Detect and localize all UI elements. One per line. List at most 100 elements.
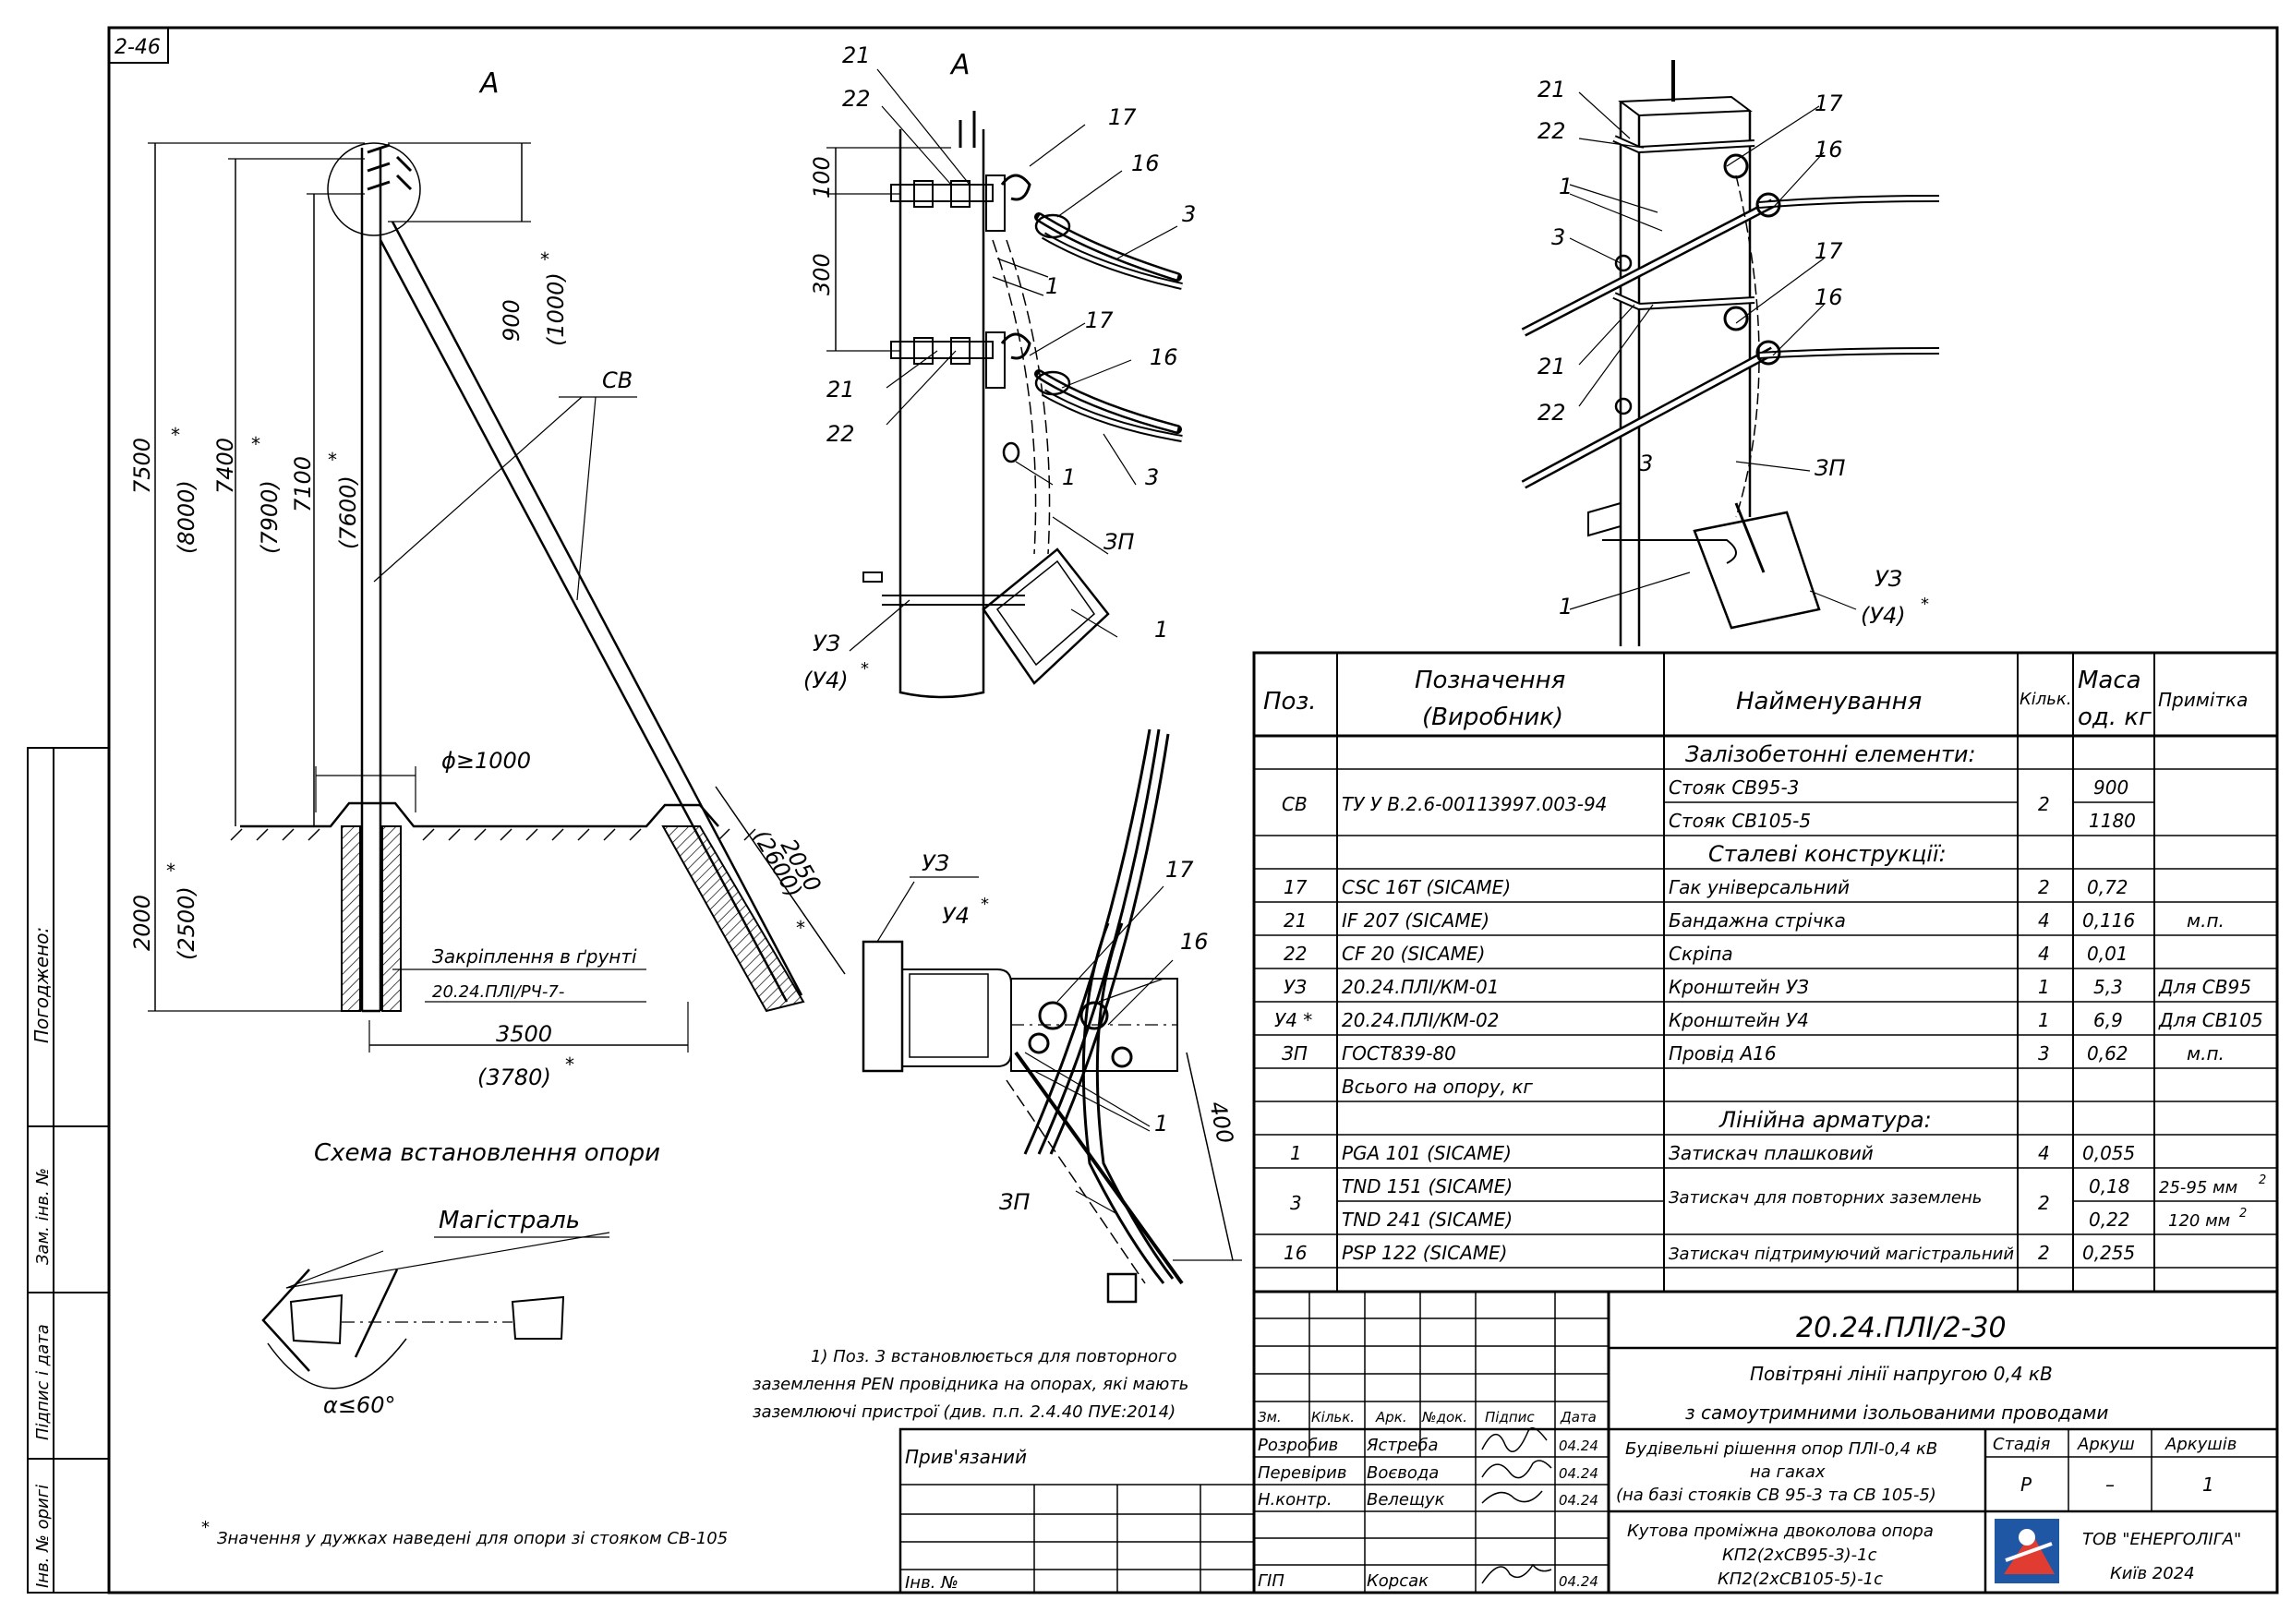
stage-value: Р [2020, 1474, 2032, 1496]
mainline-label: Магістраль [439, 1207, 580, 1234]
row-mass: 900 [2093, 776, 2128, 799]
notes: 1) Поз. 3 встановлюється для повторного … [201, 1347, 1188, 1548]
row-mass: 0,72 [2087, 876, 2128, 898]
approved-label: Погоджено: [30, 927, 53, 1043]
member-label-sv: СВ [602, 367, 633, 393]
company-logo [1995, 1519, 2059, 1583]
row-des: IF 207 (SICAME) [1342, 909, 1489, 932]
iso-callout-21: 21 [1537, 77, 1566, 102]
superscript: 2 [2239, 1207, 2247, 1221]
star-mark: * [540, 248, 549, 271]
star-mark: * [251, 433, 260, 455]
angle-label: α≤60° [323, 1392, 395, 1418]
col-mass-header-2: од. кг [2078, 704, 2152, 731]
row-name: Кронштейн УЗ [1669, 976, 1809, 998]
dim-2000: 2000 [129, 895, 155, 951]
row-des: PGA 101 (SICAME) [1342, 1142, 1512, 1164]
detail-top [862, 728, 1242, 1304]
detail-iso-labels: 21 22 17 16 1 3 17 16 21 22 3 ЗП 1 УЗ (У… [1537, 77, 1929, 629]
sheet-line-3: КП2(2хСВ105-5)-1с [1718, 1570, 1883, 1589]
row-qty: 2 [2038, 1192, 2050, 1214]
person-name: Воєвода [1367, 1463, 1439, 1483]
row-mass: 0,22 [2089, 1209, 2130, 1231]
row-des: CF 20 (SICAME) [1342, 943, 1485, 965]
star-mark: * [861, 659, 869, 679]
person-date: 04.24 [1559, 1465, 1598, 1482]
person-role: ГІП [1258, 1571, 1284, 1591]
person-name: Ястреба [1366, 1436, 1439, 1455]
col-zm: Зм. [1258, 1409, 1282, 1426]
mainline-angle-sketch: Магістраль α≤60° [261, 1207, 610, 1418]
dim-100: 100 [809, 156, 835, 198]
top-callout-16: 16 [1180, 929, 1209, 955]
top-callout-u4: У4 [942, 903, 970, 929]
sign-date-label: Підпис і дата [33, 1324, 53, 1440]
col-data: Дата [1560, 1409, 1597, 1426]
sheet-code: 2-46 [115, 36, 161, 59]
dim-900: 900 [499, 299, 525, 342]
row-name: Затискач для повторних заземлень [1669, 1188, 1982, 1208]
star-mark: * [981, 895, 989, 914]
star-note: Значення у дужках наведені для опори зі … [217, 1529, 728, 1548]
iso-callout-3: 3 [1551, 224, 1565, 250]
iso-callout-17: 17 [1815, 90, 1843, 116]
dim-7900: (7900) [257, 480, 283, 554]
top-callout-1: 1 [1154, 1111, 1168, 1137]
iso-callout-21b: 21 [1537, 354, 1566, 379]
sheets-label: Аркушів [2164, 1435, 2237, 1454]
row-mass: 0,62 [2087, 1042, 2128, 1065]
col-qty-header: Кільк. [2020, 690, 2072, 709]
star-mark: * [201, 1518, 210, 1537]
row-name: Гак універсальний [1669, 876, 1850, 898]
row-des: TND 241 (SICAME) [1342, 1209, 1513, 1231]
row-pos: ЗП [1282, 1042, 1308, 1065]
scheme-view-mark: A [478, 67, 500, 100]
sheet-label: Аркуш [2077, 1435, 2135, 1454]
anchor-text: Закріплення в ґрунті [432, 945, 637, 968]
superscript: 2 [2259, 1173, 2266, 1187]
top-callout-uz: УЗ [922, 850, 949, 876]
star-mark: * [166, 860, 175, 882]
sheet-value: – [2105, 1474, 2115, 1496]
row-note: м.п. [2187, 909, 2225, 932]
detail-a [826, 68, 1183, 699]
col-ark: Арк. [1375, 1409, 1407, 1426]
iso-callout-22b: 22 [1537, 400, 1566, 426]
linked-label: Прив'язаний [905, 1446, 1027, 1468]
col-designation-header-2: (Виробник) [1422, 704, 1563, 731]
col-ndok: №док. [1421, 1409, 1467, 1426]
col-pos-header: Поз. [1263, 688, 1317, 716]
callout-21b: 21 [826, 377, 855, 403]
row-note: 25-95 мм [2159, 1178, 2237, 1197]
section-steel: Сталеві конструкції: [1708, 841, 1947, 867]
section-fittings: Лінійна арматура: [1718, 1107, 1932, 1133]
row-qty: 2 [2038, 793, 2050, 815]
callout-uz: УЗ [813, 631, 840, 656]
scheme-title: Схема встановлення опори [314, 1139, 660, 1167]
callout-21: 21 [842, 42, 871, 68]
dim-3780: (3780) [477, 1065, 551, 1090]
row-qty: 2 [2038, 1242, 2050, 1264]
row-name: Провід А16 [1669, 1042, 1777, 1065]
row-qty: 1 [2038, 1009, 2050, 1031]
row-pos: 21 [1284, 909, 1307, 932]
section-line-1: Будівельні рішення опор ПЛІ-0,4 кВ [1625, 1439, 1937, 1459]
row-pos: СВ [1282, 793, 1308, 815]
anchor-ref: 20.24.ПЛІ/РЧ-7- [432, 982, 564, 1002]
detail-iso [1521, 60, 1940, 646]
row-name: Бандажна стрічка [1669, 909, 1846, 932]
dim-7100: 7100 [290, 456, 316, 512]
sheets-value: 1 [2202, 1474, 2214, 1496]
row-qty: 2 [2038, 876, 2050, 898]
callout-3: 3 [1182, 201, 1196, 227]
person-name: Велещук [1367, 1490, 1445, 1510]
row-des: 20.24.ПЛІ/КМ-02 [1342, 1009, 1499, 1031]
star-mark: * [171, 424, 180, 446]
iso-callout-22: 22 [1537, 118, 1566, 144]
dim-1000: (1000) [543, 272, 569, 346]
side-stamp: Погоджено: Зам. інв. № Підпис і дата Інв… [27, 747, 110, 1594]
spec-table [1252, 651, 2279, 1293]
dim-7500: 7500 [129, 438, 155, 494]
note-1-line-3: заземлюючі пристрої (див. п.п. 2.4.40 ПУ… [753, 1402, 1176, 1422]
row-name: Затискач плашковий [1669, 1142, 1874, 1164]
